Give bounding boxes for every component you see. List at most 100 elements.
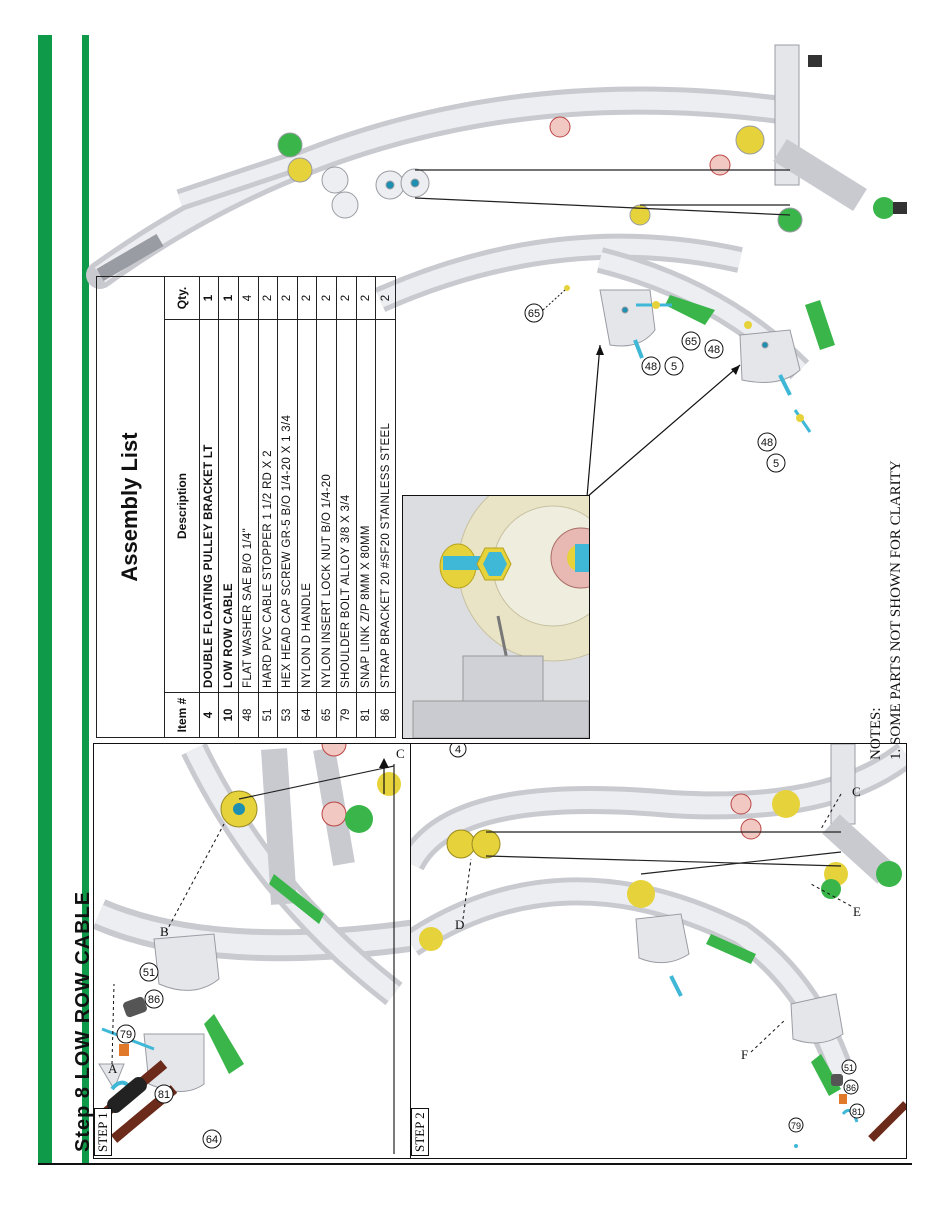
svg-text:81: 81 xyxy=(158,1089,170,1101)
cell-qty: 2 xyxy=(297,276,317,320)
main-assembly-drawing: 65 48 5 65 48 48 5 xyxy=(86,44,907,498)
svg-text:48: 48 xyxy=(645,361,657,373)
step-1-label: STEP 1 xyxy=(94,1108,112,1156)
letter-e: E xyxy=(853,904,861,919)
callout-81: 81 xyxy=(154,1084,174,1104)
svg-text:51: 51 xyxy=(143,967,155,979)
svg-text:5: 5 xyxy=(671,361,677,373)
svg-text:79: 79 xyxy=(791,1121,801,1131)
cell-description: FLAT WASHER SAE B/O 1/4" xyxy=(238,319,259,693)
cell-description: SHOULDER BOLT ALLOY 3/8 X 3/4 xyxy=(336,319,357,693)
callout-79: 79 xyxy=(116,1024,136,1044)
svg-text:81: 81 xyxy=(852,1107,862,1117)
cell-item: 64 xyxy=(297,692,317,738)
cell-qty: 2 xyxy=(336,276,357,320)
svg-text:79: 79 xyxy=(120,1029,132,1041)
cell-description: HARD PVC CABLE STOPPER 1 1/2 RD X 2 xyxy=(258,319,278,693)
letter-c-s2: C xyxy=(852,784,861,799)
step-title: Step 8 LOW ROW CABLE xyxy=(72,890,94,1152)
step-2-label: STEP 2 xyxy=(411,1108,429,1156)
step-2-panel: 4 79 51 86 81 C D E F STEP 2 xyxy=(410,743,907,1159)
cell-description: SNAP LINK Z/P 8MM X 80MM xyxy=(356,319,376,693)
cell-qty: 2 xyxy=(375,276,396,320)
callout-51-s2: 51 xyxy=(841,1059,857,1075)
cell-qty: 2 xyxy=(356,276,376,320)
cell-description: HEX HEAD CAP SCREW GR-5 B/O 1/4-20 X 1 3… xyxy=(277,319,298,693)
svg-text:48: 48 xyxy=(708,344,720,356)
cell-description: DOUBLE FLOATING PULLEY BRACKET LT xyxy=(199,319,219,693)
callout-48-a: 48 xyxy=(641,356,661,376)
cell-item: 48 xyxy=(238,692,259,738)
letter-f: F xyxy=(741,1047,748,1062)
svg-text:5: 5 xyxy=(773,458,779,470)
notes-item: 1. SOME PARTS NOT SHOWN FOR CLARITY xyxy=(888,460,904,760)
cell-item: 86 xyxy=(375,692,396,738)
green-margin-stripe xyxy=(82,35,89,1165)
svg-text:65: 65 xyxy=(685,336,697,348)
svg-text:86: 86 xyxy=(846,1083,856,1093)
callout-51: 51 xyxy=(139,962,159,982)
svg-text:65: 65 xyxy=(528,308,540,320)
green-pad xyxy=(805,300,835,350)
callout-81-s2: 81 xyxy=(849,1103,865,1119)
callout-86-s2: 86 xyxy=(843,1079,859,1095)
cell-description: LOW ROW CABLE xyxy=(218,319,239,693)
callout-65-b: 65 xyxy=(681,331,701,351)
assembly-list-title: Assembly List xyxy=(96,276,165,738)
svg-text:4: 4 xyxy=(455,744,461,756)
cell-qty: 2 xyxy=(277,276,298,320)
callout-4: 4 xyxy=(449,744,467,758)
step-1-panel: 79 51 86 81 64 A B C STEP 1 xyxy=(93,743,411,1159)
pulley-bracket-right xyxy=(739,329,801,383)
cell-qty: 4 xyxy=(238,276,259,320)
pulley-bracket-left xyxy=(599,289,656,347)
cell-item: 65 xyxy=(316,692,337,738)
cell-qty: 1 xyxy=(218,276,239,320)
cell-description: NYLON INSERT LOCK NUT B/O 1/4-20 xyxy=(316,319,337,693)
callout-86: 86 xyxy=(144,989,164,1009)
cell-item: 53 xyxy=(277,692,298,738)
cell-qty: 1 xyxy=(199,276,219,320)
column-header: Item # xyxy=(164,692,200,738)
bottom-rule xyxy=(38,1163,912,1165)
cell-qty: 2 xyxy=(316,276,337,320)
callout-64: 64 xyxy=(202,1129,222,1149)
svg-text:48: 48 xyxy=(761,437,773,449)
cell-item: 81 xyxy=(356,692,376,738)
notes: NOTES: 1. SOME PARTS NOT SHOWN FOR CLARI… xyxy=(866,460,906,760)
cell-item: 79 xyxy=(336,692,357,738)
letter-c: C xyxy=(396,746,405,761)
green-pad xyxy=(665,295,715,325)
cell-item: 10 xyxy=(218,692,239,738)
column-header: Description xyxy=(164,319,200,693)
letter-a: A xyxy=(108,1061,118,1076)
callout-5-b: 5 xyxy=(766,453,786,473)
pulley-group xyxy=(277,116,803,233)
column-header: Qty. xyxy=(164,276,200,320)
callout-79-s2: 79 xyxy=(788,1117,804,1133)
green-margin-bar xyxy=(38,35,52,1165)
zoom-detail-inset xyxy=(402,495,590,739)
cell-description: NYLON D HANDLE xyxy=(297,319,317,693)
callout-48-b: 48 xyxy=(704,339,724,359)
table-header-row: Item # Description Qty. xyxy=(164,276,200,738)
svg-text:51: 51 xyxy=(844,1063,854,1073)
callout-65-a: 65 xyxy=(524,303,544,323)
cell-item: 4 xyxy=(199,692,219,738)
letter-d: D xyxy=(455,917,464,932)
cell-description: STRAP BRACKET 20 #SF20 STAINLESS STEEL xyxy=(375,319,396,693)
svg-text:86: 86 xyxy=(148,994,160,1006)
letter-b: B xyxy=(160,924,169,939)
